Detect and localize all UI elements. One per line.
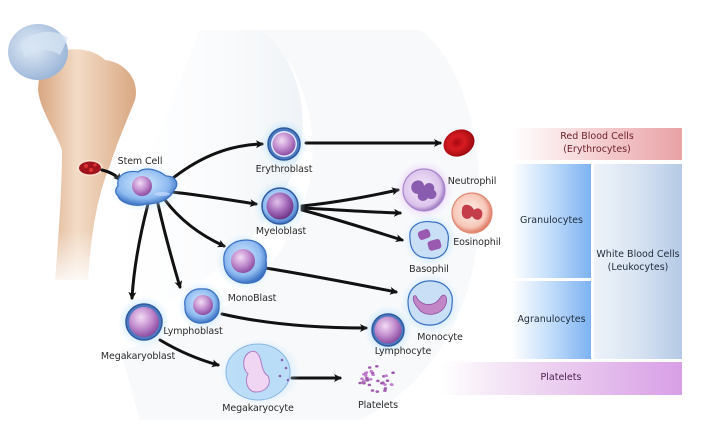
arrow-stem-to-erythroblast bbox=[166, 140, 264, 184]
monoblast-cell bbox=[216, 234, 272, 290]
arrow-megakaryoblast-to-megakaryocyte bbox=[158, 338, 220, 368]
erythroblast-cell bbox=[260, 120, 308, 168]
bone-marrow-icon bbox=[77, 160, 103, 176]
legend-agranulocytes: Agranulocytes bbox=[512, 281, 591, 359]
label-monoblast: MonoBlast bbox=[227, 293, 277, 304]
platelet-dot bbox=[391, 371, 395, 375]
platelet-dot bbox=[375, 365, 379, 368]
label-stem-cell: Stem Cell bbox=[117, 156, 163, 167]
platelet-dot bbox=[363, 374, 368, 377]
platelet-dot bbox=[383, 389, 387, 392]
arrow-myeloblast-to-eosinophil bbox=[300, 206, 402, 217]
arrow-myeloblast-to-neutrophil bbox=[300, 187, 400, 208]
legend-granulocytes-label: Granulocytes bbox=[520, 214, 583, 226]
label-lymphoblast: Lymphoblast bbox=[163, 326, 223, 337]
megakaryoblast-cell bbox=[118, 296, 170, 348]
label-platelets: Platelets bbox=[357, 400, 399, 411]
platelet-dot bbox=[362, 379, 367, 383]
legend-platelets-label: Platelets bbox=[540, 372, 582, 384]
label-neutrophil: Neutrophil bbox=[447, 176, 497, 187]
lymphoblast-cell bbox=[178, 282, 226, 330]
platelets-cluster bbox=[358, 365, 395, 393]
legend-platelets: Platelets bbox=[440, 362, 682, 395]
label-monocyte: Monocyte bbox=[417, 332, 463, 343]
platelet-dot bbox=[385, 379, 390, 383]
platelet-dot bbox=[358, 381, 362, 385]
label-erythroblast: Erythroblast bbox=[255, 164, 313, 175]
legend-wbc-line1: White Blood Cells bbox=[596, 248, 680, 260]
platelet-dot bbox=[360, 377, 364, 381]
arrow-lymphoblast-to-lymphocyte bbox=[220, 312, 368, 332]
lymphocyte-cell bbox=[364, 306, 412, 354]
label-lymphocyte: Lymphocyte bbox=[374, 346, 432, 357]
background-arc-inner bbox=[90, 30, 303, 330]
basophil-cell bbox=[404, 214, 456, 266]
myeloblast-cell bbox=[254, 180, 306, 232]
red-blood-cell bbox=[443, 129, 475, 157]
arrow-stem-to-myeloblast bbox=[170, 190, 258, 208]
platelet-dot bbox=[380, 381, 384, 385]
label-megakaryocyte: Megakaryocyte bbox=[222, 403, 294, 414]
legend-rbc-line1: Red Blood Cells bbox=[560, 131, 634, 143]
platelet-dot bbox=[367, 383, 372, 387]
platelet-dot bbox=[384, 374, 389, 378]
arrow-myeloblast-to-basophil bbox=[300, 208, 404, 243]
legend-granulocytes: Granulocytes bbox=[512, 164, 591, 278]
legend-wbc-line2: (Leukocytes) bbox=[607, 261, 669, 273]
eosinophil-cell bbox=[451, 192, 493, 234]
platelet-dot bbox=[390, 383, 394, 387]
legend-white-blood-cells: White Blood Cells (Leukocytes) bbox=[594, 164, 682, 359]
platelet-dot bbox=[368, 378, 373, 381]
label-eosinophil: Eosinophil bbox=[453, 237, 501, 248]
arrow-stem-to-lymphoblast bbox=[156, 202, 183, 289]
platelet-dot bbox=[369, 369, 374, 373]
arrow-monoblast-to-monocyte bbox=[263, 266, 398, 295]
platelet-dot bbox=[383, 387, 388, 390]
label-basophil: Basophil bbox=[409, 264, 449, 275]
label-megakaryoblast: Megakaryoblast bbox=[100, 351, 176, 362]
platelet-dot bbox=[370, 389, 375, 392]
arrows bbox=[100, 139, 442, 382]
arrow-stem-to-megakaryoblast bbox=[128, 202, 150, 300]
platelet-dot bbox=[383, 383, 387, 386]
legend-agranulocytes-label: Agranulocytes bbox=[517, 313, 586, 325]
megakaryocyte-cell bbox=[220, 339, 300, 405]
label-myeloblast: Myeloblast bbox=[255, 226, 307, 237]
neutrophil-cell bbox=[395, 161, 453, 219]
platelet-dot bbox=[365, 378, 369, 381]
platelet-dot bbox=[375, 390, 380, 393]
monocyte-cell bbox=[400, 274, 460, 334]
platelet-dot bbox=[364, 371, 369, 374]
legend-rbc-line2: (Erythrocytes) bbox=[563, 144, 631, 155]
stem-cell bbox=[109, 164, 181, 212]
legend-red-blood-cells: Red Blood Cells (Erythrocytes) bbox=[512, 128, 682, 160]
platelet-dot bbox=[376, 379, 380, 383]
platelet-dot bbox=[367, 366, 372, 369]
